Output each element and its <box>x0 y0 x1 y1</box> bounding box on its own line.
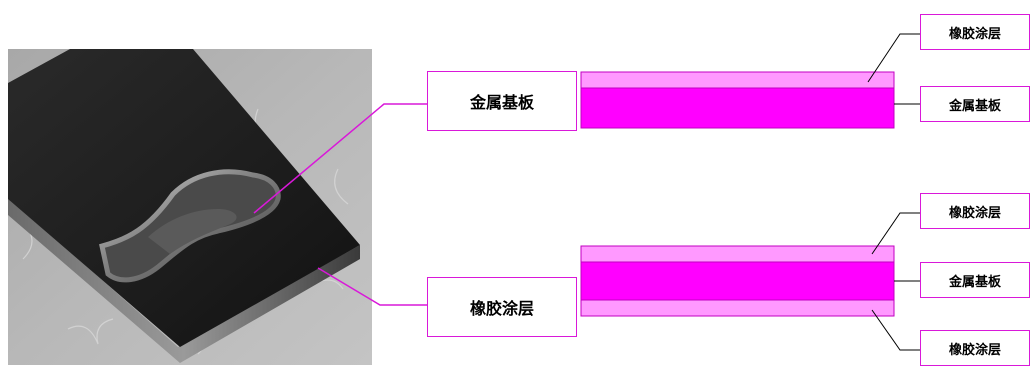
double-label-top-rubber-coating: 橡胶涂层 <box>920 193 1030 229</box>
single-rubber-layer <box>580 71 895 89</box>
gasket-plate-photo <box>8 49 372 365</box>
double-top-rubber-layer <box>580 245 895 263</box>
photo-label-rubber-coating: 橡胶涂层 <box>427 277 577 337</box>
callout-line-rubber <box>317 267 428 306</box>
single-metal-layer <box>580 87 895 129</box>
photo-label-metal-substrate: 金属基板 <box>427 71 577 131</box>
double-label-bottom-rubber-coating: 橡胶涂层 <box>920 330 1030 366</box>
single-label-metal-substrate: 金属基板 <box>920 86 1030 122</box>
double-label-metal-substrate: 金属基板 <box>920 262 1030 298</box>
single-label-rubber-coating: 橡胶涂层 <box>920 14 1030 50</box>
callout-line-metal <box>253 103 428 214</box>
double-metal-layer <box>580 261 895 301</box>
double-bottom-rubber-layer <box>580 299 895 317</box>
